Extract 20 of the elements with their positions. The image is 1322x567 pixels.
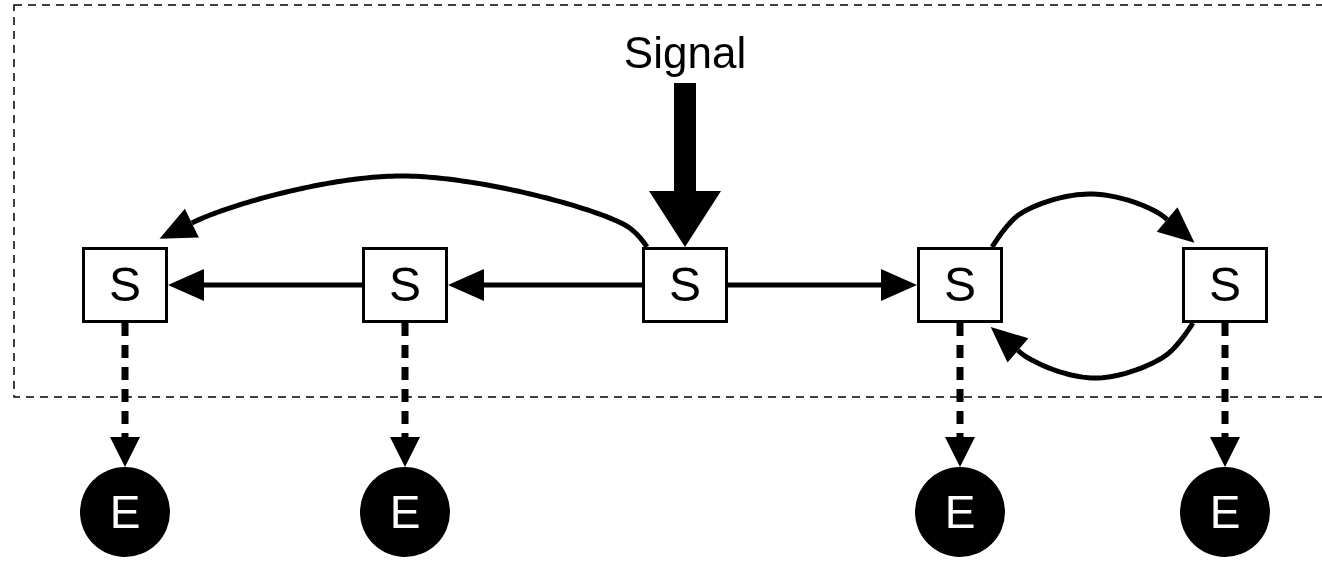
dashed-arrow xyxy=(390,323,420,467)
dashed-arrow xyxy=(1210,323,1240,467)
dashed-arrow xyxy=(945,323,975,467)
arrow xyxy=(990,321,1195,381)
arrow xyxy=(159,173,650,249)
state-box: S xyxy=(82,247,168,323)
signal-label: Signal xyxy=(610,23,760,83)
effector-circle: E xyxy=(915,467,1005,557)
arrow xyxy=(168,269,362,301)
effector-circle: E xyxy=(80,467,170,557)
arrow xyxy=(728,269,917,301)
state-box: S xyxy=(1182,247,1268,323)
arrow xyxy=(448,269,642,301)
dashed-arrow xyxy=(110,323,140,467)
arrow xyxy=(990,191,1195,249)
state-box: S xyxy=(362,247,448,323)
state-box: S xyxy=(642,247,728,323)
effector-circle: E xyxy=(1180,467,1270,557)
state-box: S xyxy=(917,247,1003,323)
effector-circle: E xyxy=(360,467,450,557)
